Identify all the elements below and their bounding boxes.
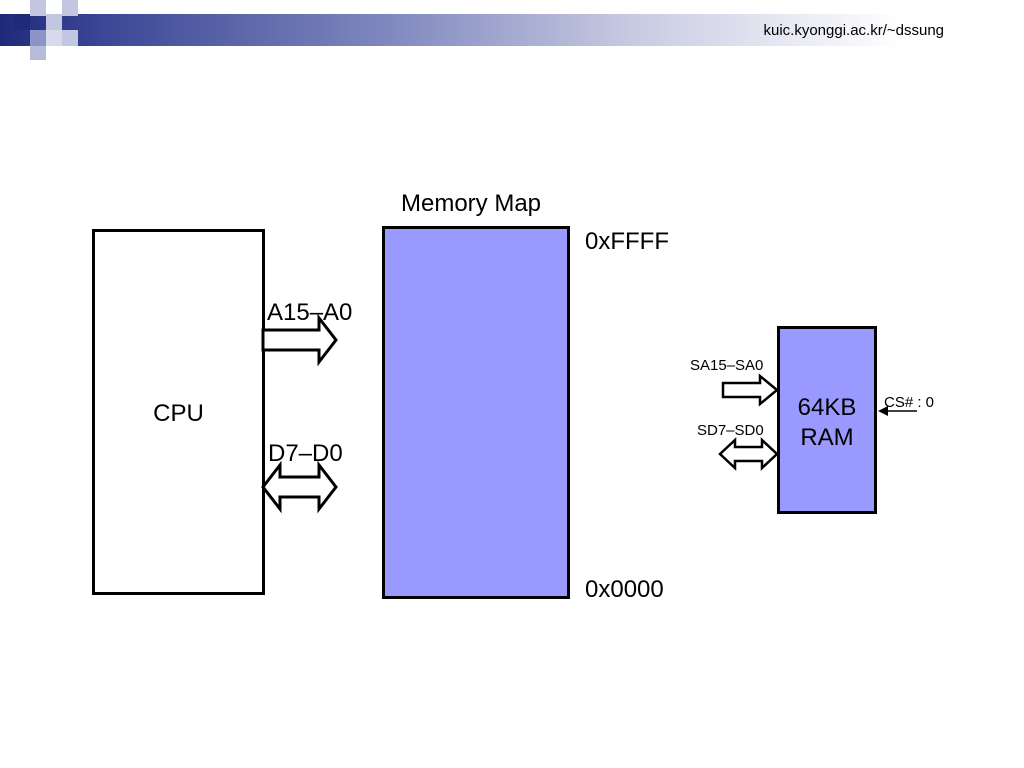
ram-block [777, 326, 877, 514]
memory-bottom-address: 0x0000 [585, 576, 664, 603]
memory-top-address: 0xFFFF [585, 228, 669, 255]
cpu-label: CPU [153, 400, 204, 427]
ram-label-line1: 64KB [797, 394, 857, 421]
memory-map-block [382, 226, 570, 599]
address-bus-label: A15–A0 [267, 299, 353, 326]
chip-select-label: CS# : 0 [884, 394, 935, 411]
header-bar [0, 14, 1024, 46]
data-bus-arrow [261, 460, 338, 514]
ram-data-arrow [718, 437, 779, 471]
header-url: kuic.kyonggi.ac.kr/~dssung [763, 22, 944, 39]
address-bus-arrow [261, 313, 338, 367]
ram-data-label: SD7–SD0 [697, 422, 764, 439]
cpu-box [92, 229, 265, 595]
chip-select-arrowhead [878, 406, 888, 416]
memory-map-title: Memory Map [401, 190, 542, 217]
ram-address-label: SA15–SA0 [690, 357, 764, 374]
ram-label-line2: RAM [800, 424, 854, 451]
ram-address-arrow [721, 373, 779, 407]
